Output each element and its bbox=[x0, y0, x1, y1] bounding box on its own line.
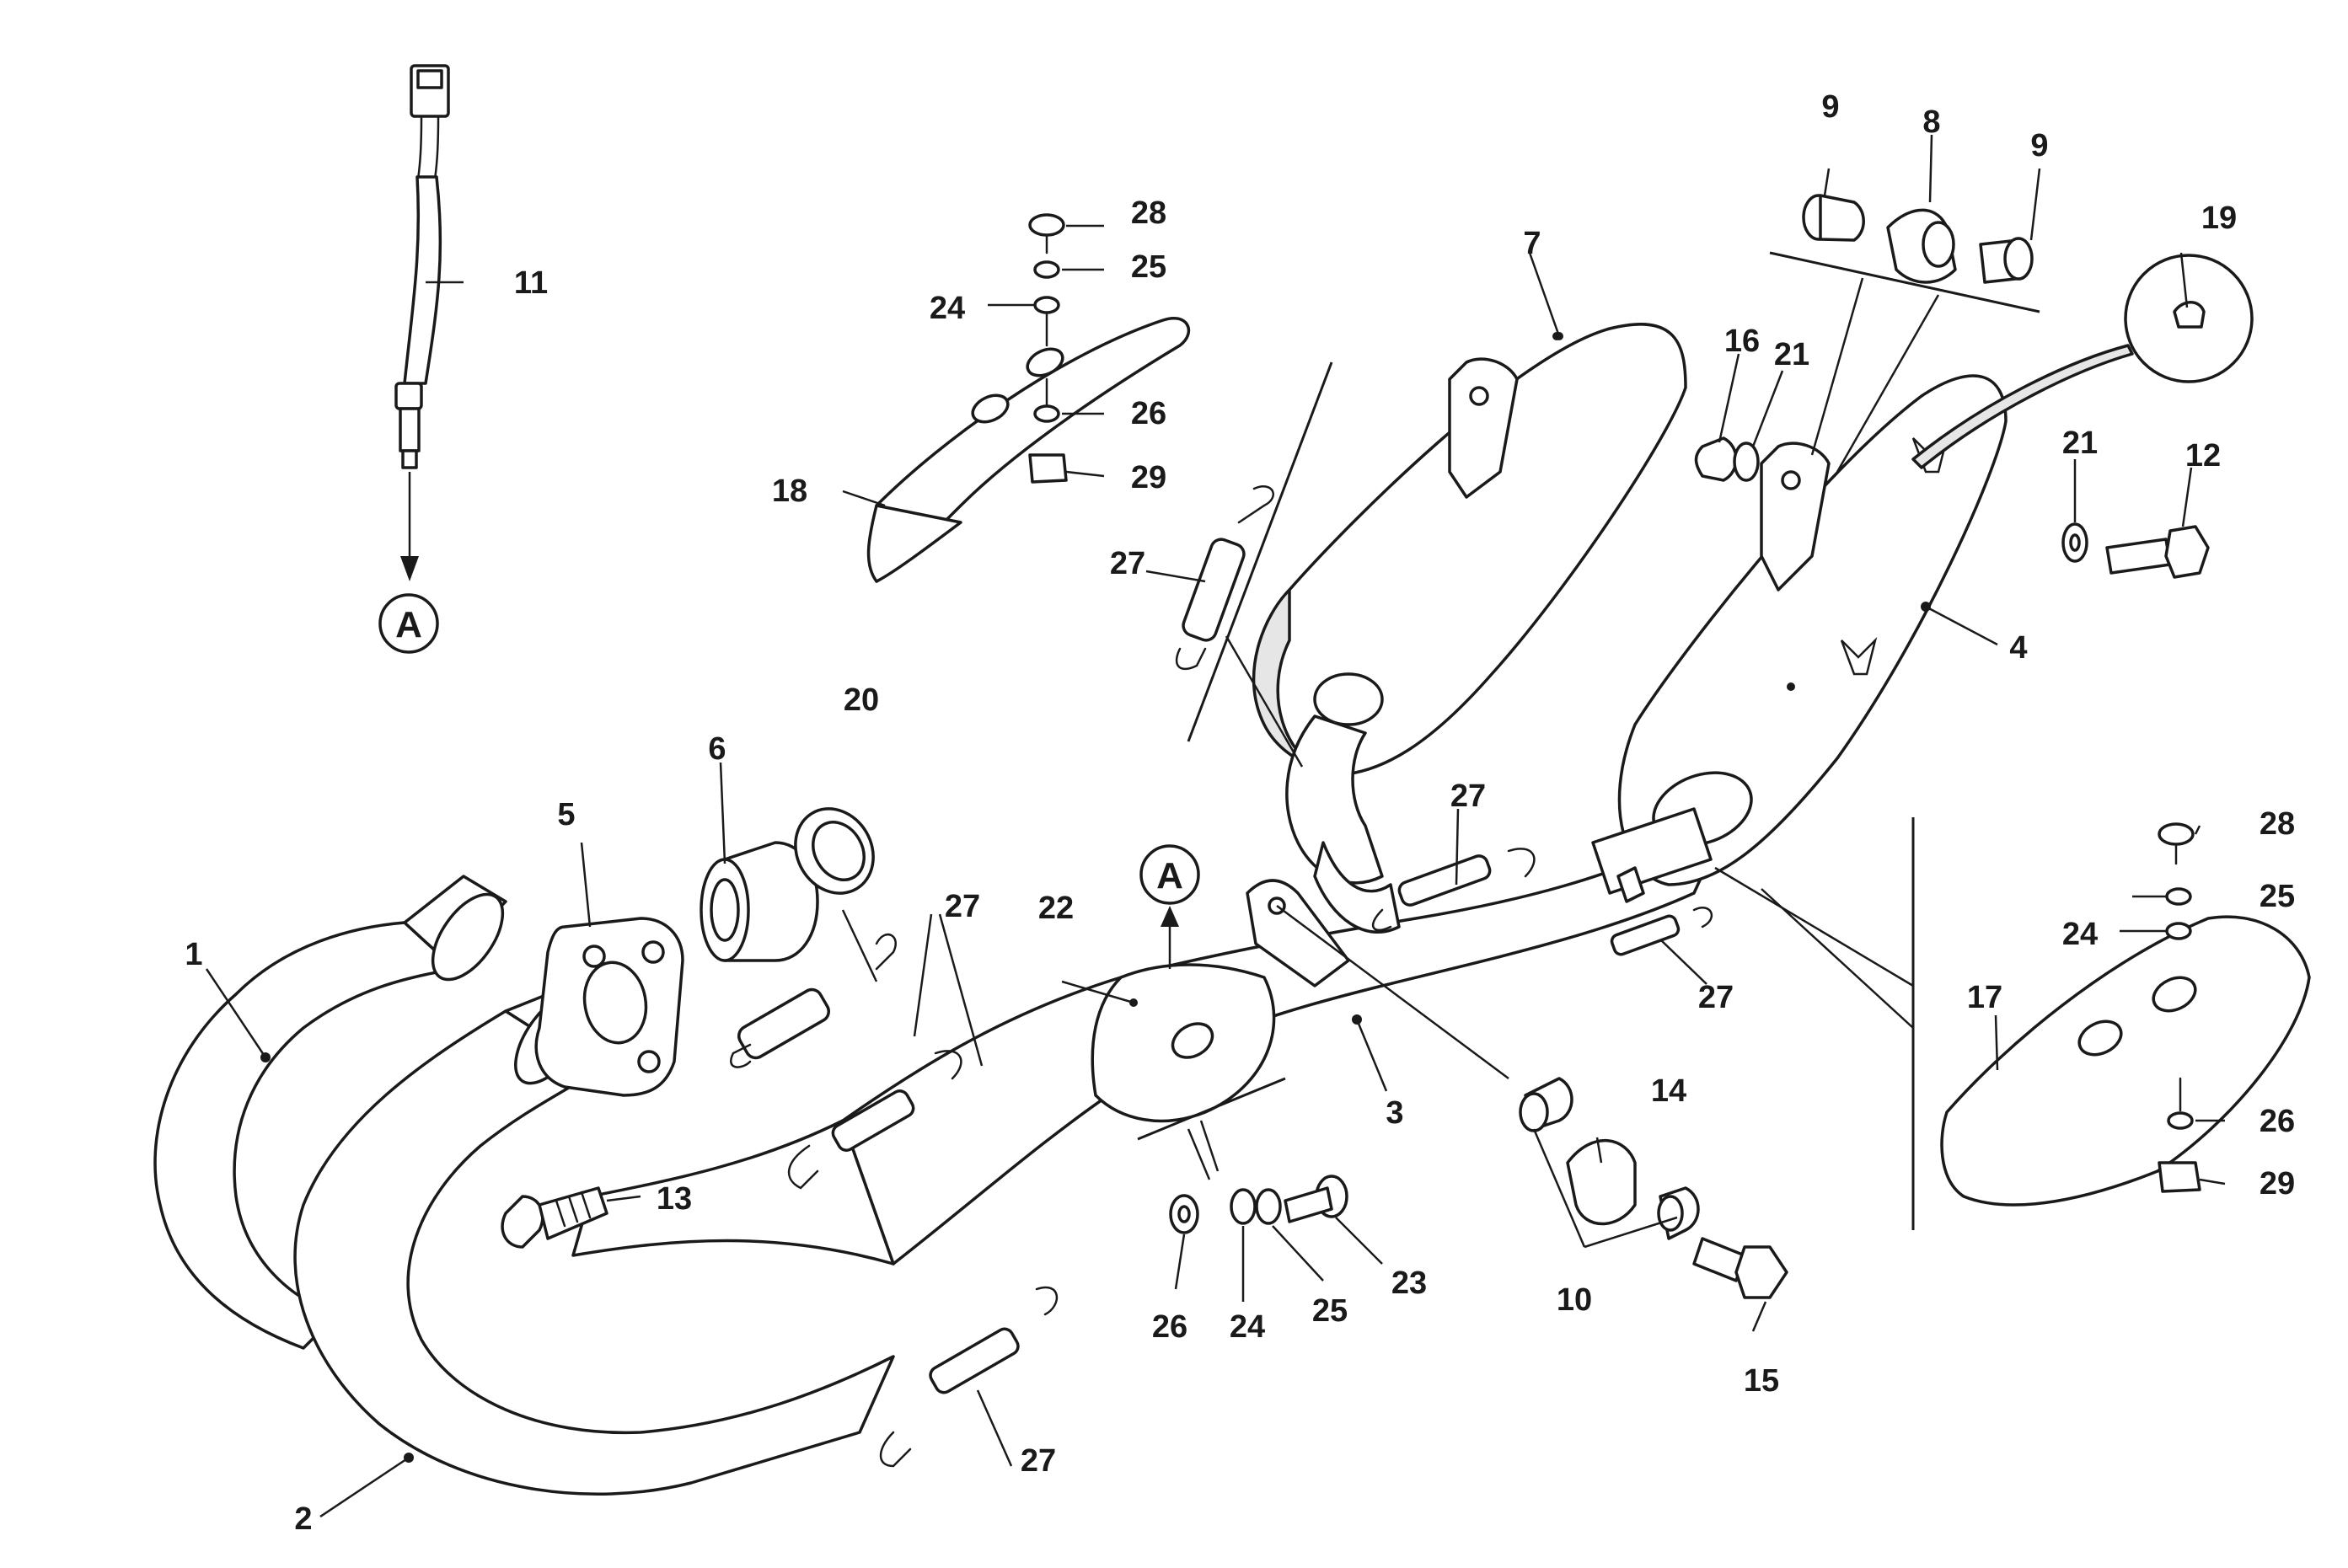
ref-arrow-down bbox=[400, 472, 419, 581]
callout-27-right: 27 bbox=[1450, 779, 1486, 814]
callout-26-right: 26 bbox=[2260, 1104, 2295, 1139]
callout-27-rear: 27 bbox=[1698, 980, 1734, 1015]
callout-9-right: 9 bbox=[2030, 128, 2048, 163]
callout-18: 18 bbox=[772, 474, 807, 509]
washer-26-top bbox=[1033, 404, 1060, 423]
gasket-6 bbox=[700, 841, 819, 962]
spring-27-middle bbox=[730, 934, 897, 1068]
screw-12 bbox=[2105, 525, 2210, 579]
callout-5: 5 bbox=[557, 797, 575, 832]
mounting-bracket-3 bbox=[1246, 879, 1350, 987]
washer-25-center bbox=[1255, 1188, 1282, 1225]
clip-nut-29-right bbox=[2158, 1161, 2201, 1193]
screw-23 bbox=[1284, 1175, 1348, 1223]
washer-25-top bbox=[1033, 260, 1060, 279]
group-line-8-9 bbox=[1769, 251, 2040, 473]
callout-28-right: 28 bbox=[2260, 806, 2295, 842]
callout-1: 1 bbox=[185, 937, 202, 972]
callout-28-top: 28 bbox=[1131, 195, 1166, 231]
callout-26-top: 26 bbox=[1131, 396, 1166, 431]
callout-26-center: 26 bbox=[1152, 1309, 1187, 1345]
detail-circle-19 bbox=[1911, 254, 2254, 469]
callout-7: 7 bbox=[1523, 226, 1541, 261]
callout-21-right: 21 bbox=[2062, 425, 2098, 461]
washer-24-center bbox=[1230, 1188, 1257, 1225]
flange-5 bbox=[534, 917, 684, 1097]
callout-labels: 1 2 3 4 5 6 7 8 9 9 10 11 12 13 14 15 16… bbox=[185, 89, 2295, 1537]
callout-11: 11 bbox=[514, 265, 548, 301]
callout-15: 15 bbox=[1744, 1363, 1779, 1399]
screw-13 bbox=[501, 1186, 608, 1249]
ref-marker-a-1-label: A bbox=[395, 604, 422, 645]
callout-21-left: 21 bbox=[1774, 337, 1809, 372]
bushing-9-right bbox=[1979, 237, 2034, 284]
washer-26-center bbox=[1169, 1194, 1199, 1234]
callout-12: 12 bbox=[2185, 438, 2221, 474]
screw-28-top bbox=[1028, 213, 1065, 254]
callout-24-top: 24 bbox=[930, 291, 965, 326]
spring-27-rear bbox=[1610, 907, 1713, 956]
ref-marker-a-2: A bbox=[1139, 844, 1200, 969]
callout-8: 8 bbox=[1922, 104, 1940, 140]
callout-17: 17 bbox=[1967, 980, 2002, 1015]
heat-guard-17 bbox=[1940, 915, 2311, 1207]
washer-21-right bbox=[2061, 522, 2088, 563]
rubber-mount-8 bbox=[1886, 208, 1957, 284]
nut-16 bbox=[1694, 436, 1738, 482]
callout-25-top: 25 bbox=[1131, 249, 1166, 285]
callout-27-bottom: 27 bbox=[1021, 1443, 1056, 1479]
y-joint-22 bbox=[1091, 963, 1276, 1123]
exhaust-header-pipe-1 bbox=[153, 875, 507, 1350]
spring-27-right bbox=[1372, 848, 1536, 932]
clamp-bracket-3 bbox=[1591, 807, 1713, 903]
washer-21-left bbox=[1733, 442, 1760, 482]
washer-24-top bbox=[1033, 296, 1060, 314]
callout-14: 14 bbox=[1651, 1073, 1686, 1109]
spring-27-lower bbox=[787, 1050, 962, 1190]
callout-22: 22 bbox=[1038, 891, 1074, 926]
callout-25-right: 25 bbox=[2260, 879, 2295, 914]
rubber-mount-14 bbox=[1566, 1139, 1637, 1226]
sealing-ring-20 bbox=[794, 807, 875, 895]
callout-3: 3 bbox=[1386, 1095, 1403, 1131]
callout-23: 23 bbox=[1391, 1266, 1427, 1301]
silencer-7 bbox=[1252, 323, 1687, 934]
ref-marker-a-1: A bbox=[378, 593, 439, 654]
callout-16: 16 bbox=[1724, 324, 1760, 359]
callout-19: 19 bbox=[2201, 201, 2237, 236]
leader-lines bbox=[205, 134, 2226, 1518]
callout-24-center: 24 bbox=[1230, 1309, 1265, 1345]
callout-2: 2 bbox=[294, 1501, 312, 1537]
bushing-10-upper bbox=[1519, 1077, 1573, 1132]
spring-27-top bbox=[1175, 485, 1274, 671]
callout-4: 4 bbox=[2009, 630, 2027, 666]
callout-24-right: 24 bbox=[2062, 917, 2098, 952]
group-lines bbox=[1137, 361, 1915, 1249]
bushing-9-left bbox=[1802, 194, 1865, 242]
screw-15 bbox=[1692, 1237, 1788, 1299]
ref-marker-a-2-label: A bbox=[1156, 855, 1183, 896]
callout-29-top: 29 bbox=[1131, 460, 1166, 495]
lambda-sensor-11 bbox=[394, 64, 450, 469]
callout-10: 10 bbox=[1557, 1282, 1592, 1318]
clip-nut-29-top bbox=[1028, 453, 1068, 484]
washer-24-right bbox=[2165, 922, 2192, 940]
callout-25-center: 25 bbox=[1312, 1293, 1348, 1329]
screw-28-right bbox=[2158, 822, 2195, 865]
washer-25-right bbox=[2165, 887, 2192, 906]
callout-9-left: 9 bbox=[1821, 89, 1839, 125]
bushing-10-lower bbox=[1657, 1186, 1700, 1240]
callout-29-right: 29 bbox=[2260, 1166, 2295, 1201]
spring-27-bottom bbox=[879, 1286, 1059, 1468]
callout-27-middle: 27 bbox=[945, 889, 980, 924]
callout-13: 13 bbox=[657, 1181, 692, 1217]
washer-26-right bbox=[2167, 1111, 2194, 1130]
heat-guard-18 bbox=[866, 317, 1190, 583]
callout-6: 6 bbox=[708, 731, 726, 767]
callout-27-top: 27 bbox=[1110, 546, 1145, 581]
callout-20: 20 bbox=[844, 682, 879, 718]
